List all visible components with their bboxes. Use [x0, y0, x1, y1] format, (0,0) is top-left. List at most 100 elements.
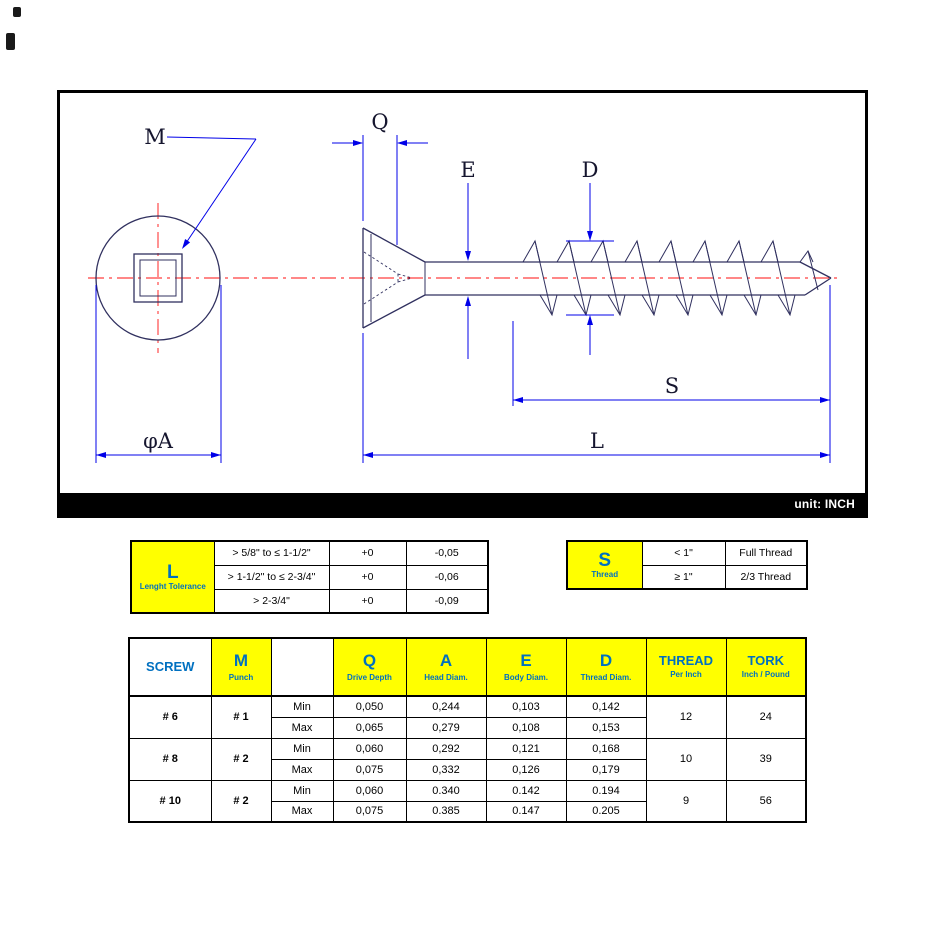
tolerance-table-label: L Lenght Tolerance: [130, 540, 215, 614]
value-cell-e: 0,103: [485, 695, 567, 718]
value-cell-q: 0,075: [332, 800, 407, 823]
value-cell-q: 0,060: [332, 737, 407, 760]
upper-tolerance-cell: +0: [328, 540, 407, 566]
tolerance-row: > 2-3/4" +0 -0,09: [131, 588, 489, 614]
dim-label-m: M: [144, 125, 166, 149]
condition-cell: < 1": [641, 540, 726, 566]
screw-spec-table: SCREW M Punch Q Drive Depth A Head Diam.…: [128, 637, 807, 823]
spec-header-row: SCREW M Punch Q Drive Depth A Head Diam.…: [128, 637, 807, 697]
screw-size-cell: # 6: [128, 695, 212, 739]
tolerance-title: L: [166, 561, 179, 583]
value-cell-e: 0,126: [485, 758, 567, 781]
tork-cell: 24: [725, 695, 807, 739]
spec-header-d: D Thread Diam.: [565, 637, 647, 697]
spec-header-thread: THREAD Per Inch: [645, 637, 727, 697]
dim-q: [332, 135, 428, 245]
value-cell-d: 0,142: [565, 695, 647, 718]
minmax-cell: Max: [270, 800, 334, 823]
value-cell-a: 0,279: [405, 716, 487, 739]
punch-cell: # 2: [210, 737, 272, 781]
value-cell-e: 0,121: [485, 737, 567, 760]
spec-header-m: M Punch: [210, 637, 272, 697]
value-cell-a: 0.340: [405, 779, 487, 802]
dim-label-q: Q: [371, 110, 388, 134]
range-cell: > 5/8" to ≤ 1-1/2": [213, 540, 330, 566]
tolerance-subtitle: Lenght Tolerance: [139, 581, 206, 591]
thread-subtitle: Thread: [591, 569, 619, 579]
value-cell-d: 0.205: [565, 800, 647, 823]
value-cell-d: 0,179: [565, 758, 647, 781]
dim-phi-a: [95, 285, 222, 463]
range-cell: > 2-3/4": [213, 588, 330, 614]
value-cell-a: 0,332: [405, 758, 487, 781]
scan-artifact: [6, 33, 15, 50]
unit-bar: unit: INCH: [60, 493, 865, 515]
tork-cell: 56: [725, 779, 807, 823]
lower-tolerance-cell: -0,05: [405, 540, 489, 566]
value-cell-e: 0.142: [485, 779, 567, 802]
value-cell-q: 0,075: [332, 758, 407, 781]
thread-title: S: [598, 549, 612, 571]
lower-tolerance-cell: -0,09: [405, 588, 489, 614]
thread-value-cell: 2/3 Thread: [724, 564, 808, 590]
spec-header-screw: SCREW: [128, 637, 212, 697]
value-cell-e: 0.147: [485, 800, 567, 823]
thread-value-cell: Full Thread: [724, 540, 808, 566]
thread-rule-row: ≥ 1" 2/3 Thread: [567, 564, 808, 590]
spec-header-tork: TORK Inch / Pound: [725, 637, 807, 697]
spec-header-q: Q Drive Depth: [332, 637, 407, 697]
dim-d: [566, 183, 614, 355]
head-top-view: [95, 215, 221, 341]
dim-label-l: L: [590, 429, 604, 453]
punch-cell: # 2: [210, 779, 272, 823]
dim-e: [465, 183, 471, 359]
value-cell-a: 0.385: [405, 800, 487, 823]
centerlines: [88, 203, 842, 353]
value-cell-q: 0,050: [332, 695, 407, 718]
value-cell-q: 0,060: [332, 779, 407, 802]
dim-label-phi-a: φA: [143, 429, 174, 453]
value-cell-d: 0,153: [565, 716, 647, 739]
value-cell-d: 0,168: [565, 737, 647, 760]
spec-row-10-max: Max 0,075 0.385 0.147 0.205: [129, 800, 806, 823]
dim-label-e: E: [460, 158, 475, 182]
value-cell-a: 0,244: [405, 695, 487, 718]
punch-cell: # 1: [210, 695, 272, 739]
upper-tolerance-cell: +0: [328, 588, 407, 614]
upper-tolerance-cell: +0: [328, 564, 407, 590]
spec-header-e: E Body Diam.: [485, 637, 567, 697]
screw-size-cell: # 8: [128, 737, 212, 781]
scan-artifact: [13, 7, 21, 17]
minmax-cell: Min: [270, 737, 334, 760]
spec-header-minmax: [270, 637, 334, 697]
thread-profile: [522, 239, 819, 317]
thread-table-label: S Thread: [566, 540, 643, 590]
range-cell: > 1-1/2" to ≤ 2-3/4": [213, 564, 330, 590]
thread-rule-row: S Thread < 1" Full Thread: [566, 540, 808, 590]
dim-label-d: D: [582, 158, 599, 182]
thread-per-inch-cell: 10: [645, 737, 727, 781]
minmax-cell: Max: [270, 758, 334, 781]
condition-cell: ≥ 1": [641, 564, 726, 590]
thread-per-inch-cell: 12: [645, 695, 727, 739]
minmax-cell: Min: [270, 695, 334, 718]
dim-label-s: S: [665, 374, 679, 398]
dim-l: [362, 333, 830, 463]
dim-m-leader: [166, 136, 257, 249]
tolerance-row: > 1-1/2" to ≤ 2-3/4" +0 -0,06: [131, 564, 489, 590]
lower-tolerance-cell: -0,06: [405, 564, 489, 590]
minmax-cell: Min: [270, 779, 334, 802]
value-cell-a: 0,292: [405, 737, 487, 760]
unit-label: unit: INCH: [794, 497, 855, 511]
tolerance-row: L Lenght Tolerance > 5/8" to ≤ 1-1/2" +0…: [130, 540, 489, 614]
value-cell-q: 0,065: [332, 716, 407, 739]
spec-row-6-min: # 6 # 1 Min 0,050 0,244 0,103 0,142 12 2…: [128, 695, 807, 739]
screw-size-cell: # 10: [128, 779, 212, 823]
length-tolerance-table: L Lenght Tolerance > 5/8" to ≤ 1-1/2" +0…: [130, 540, 489, 614]
spec-header-a: A Head Diam.: [405, 637, 487, 697]
screw-technical-drawing: M Q E: [88, 110, 842, 463]
drawing-panel: M Q E: [57, 90, 868, 518]
spec-row-10-min: # 10 # 2 Min 0,060 0.340 0.142 0.194 9 5…: [128, 779, 807, 823]
thread-per-inch-cell: 9: [645, 779, 727, 823]
